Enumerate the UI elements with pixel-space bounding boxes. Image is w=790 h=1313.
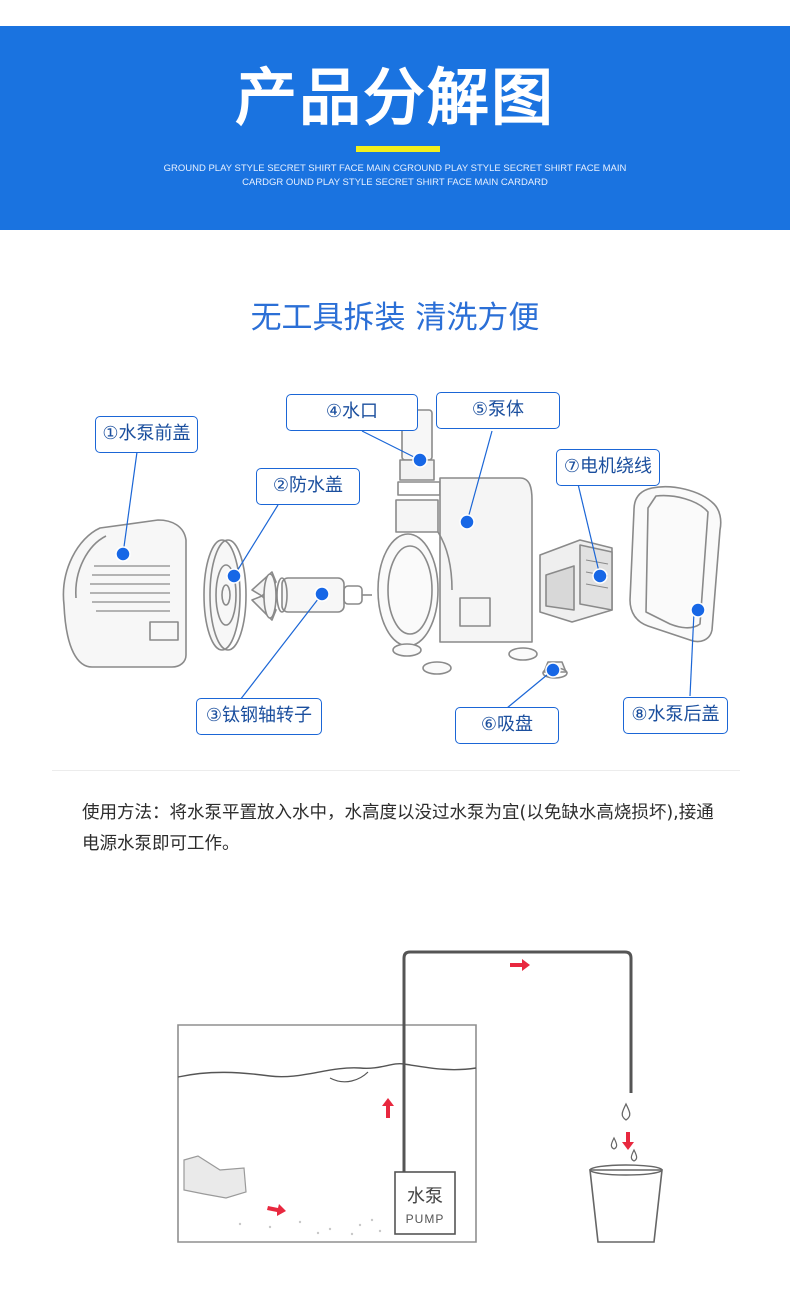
flow-arrows (267, 959, 634, 1216)
pump-label-en: PUMP (405, 1212, 445, 1226)
outlet-marker (412, 452, 428, 468)
pump-body-drawing (377, 409, 538, 675)
section-divider (52, 770, 740, 771)
usage-instructions: 使用方法：将水泵平置放入水中，水高度以没过水泵为宜(以免缺水高烧损坏),接通电源… (82, 803, 714, 854)
motor-coil-marker (592, 568, 608, 584)
pump-label-cn: 水泵 (407, 1186, 443, 1207)
header-banner (0, 26, 790, 230)
pump-body-marker (459, 514, 475, 530)
waterproof-cover-drawing (203, 539, 247, 651)
label-pump-body: ⑤泵体 (436, 392, 560, 429)
front-cover-drawing (62, 519, 187, 668)
label-back-cover: ⑧水泵后盖 (623, 697, 728, 734)
front-cover-marker (115, 546, 131, 562)
waterproof-cover-marker (226, 568, 242, 584)
rotor-marker (314, 586, 330, 602)
label-motor-coil: ⑦电机绕线 (556, 449, 660, 486)
label-outlet: ④水口 (286, 394, 418, 431)
back-cover-drawing (629, 485, 722, 643)
usage-diagram (177, 950, 663, 1243)
suction-cup-marker (545, 662, 561, 678)
title-underline (356, 146, 440, 152)
page-title: 产品分解图 (234, 61, 555, 134)
rotor-drawing (251, 571, 372, 621)
label-rotor: ③钛钢轴转子 (196, 698, 322, 735)
header-subtitle: GROUND PLAY STYLE SECRET SHIRT FACE MAIN… (163, 163, 627, 188)
label-suction-cup: ⑥吸盘 (455, 707, 559, 744)
motor-coil-drawing (539, 539, 613, 623)
label-front-cover: ①水泵前盖 (95, 416, 198, 453)
label-waterproof-cover: ②防水盖 (256, 468, 360, 505)
section-heading: 无工具拆装 清洗方便 (250, 300, 540, 336)
back-cover-marker (690, 602, 706, 618)
